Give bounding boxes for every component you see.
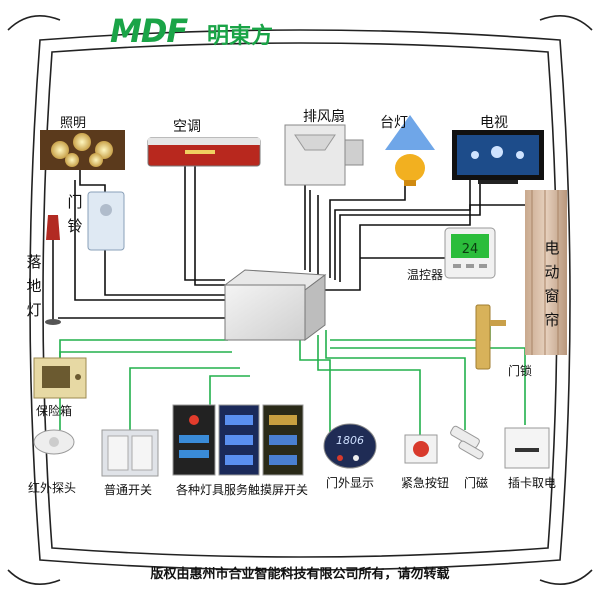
label-desk-lamp: 台灯 — [380, 115, 408, 131]
label-normal-switch: 普通开关 — [104, 483, 153, 497]
label-card-switch: 插卡取电 — [508, 476, 557, 490]
control-box — [223, 269, 327, 341]
label-aircon: 空调 — [173, 119, 201, 135]
emergency-button-icon — [404, 434, 438, 464]
copyright-notice: 版权由惠州市合业智能科技有限公司所有，请勿转载 — [150, 567, 450, 582]
label-door-magnet: 门磁 — [464, 476, 489, 490]
television-icon — [452, 130, 544, 184]
label-safe: 保险箱 — [36, 404, 73, 418]
label-thermostat: 温控器 — [407, 268, 444, 282]
label-lighting: 照明 — [60, 116, 87, 131]
curtain-icon — [525, 190, 567, 355]
ir-sensor-icon — [33, 429, 75, 455]
label-outdoor-display: 门外显示 — [326, 476, 375, 490]
logo-mark: MDF — [110, 12, 188, 50]
label-door-lock: 门锁 — [508, 364, 533, 378]
desk-lamp-icon — [385, 115, 435, 186]
chandelier-icon — [40, 130, 125, 170]
label-exhaust-fan: 排风扇 — [303, 109, 345, 125]
label-ir-sensor: 红外探头 — [28, 481, 77, 495]
exhaust-fan-icon — [284, 124, 364, 186]
touch-switch-panels — [172, 404, 304, 476]
air-conditioner-icon — [147, 137, 261, 167]
black-wires — [58, 165, 541, 319]
green-wires — [59, 322, 526, 435]
door-lock-icon — [475, 304, 506, 370]
label-doorbell: 门铃 — [67, 193, 83, 235]
label-floor-lamp: 落地灯 — [26, 253, 42, 319]
thermostat-icon: 24 — [444, 227, 496, 279]
logo-name: 明東方 — [207, 23, 274, 49]
card-switch-icon — [504, 427, 550, 469]
label-curtain: 电动窗帘 — [544, 239, 560, 329]
floor-lamp-icon — [45, 215, 61, 325]
door-magnet-icon — [450, 425, 484, 460]
outdoor-display-icon: 1806 — [323, 423, 377, 469]
doorbell-icon — [87, 191, 125, 251]
thermostat-reading: 24 — [462, 242, 479, 257]
safe-icon — [33, 357, 87, 399]
label-tv: 电视 — [480, 115, 508, 131]
outdoor-display-number: 1806 — [336, 434, 364, 447]
label-emergency-button: 紧急按钮 — [401, 476, 450, 490]
label-touch-switch: 各种灯具服务触摸屏开关 — [176, 483, 309, 497]
normal-switch-icon — [101, 429, 159, 477]
